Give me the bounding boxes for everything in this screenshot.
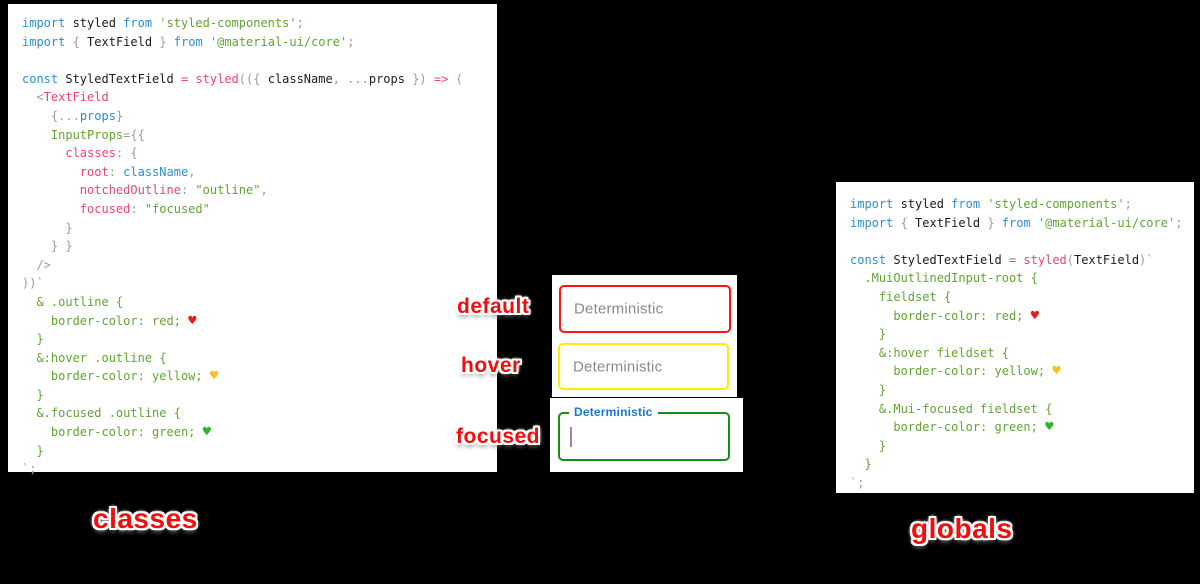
- code-line: <TextField: [22, 90, 109, 105]
- textfield-hover[interactable]: Deterministic: [558, 343, 729, 390]
- code-line: />: [22, 257, 51, 272]
- code-line: [22, 51, 497, 70]
- textfield-focused[interactable]: Deterministic: [558, 405, 730, 461]
- code-line: border-color: green; ♥: [22, 424, 212, 441]
- state-label-hover: hover: [461, 354, 521, 377]
- text-cursor: [570, 427, 572, 447]
- code-block-globals: import styled from 'styled-components'; i…: [836, 182, 1194, 493]
- code-line: classes: {: [65, 146, 138, 161]
- code-line: }: [850, 327, 887, 342]
- heart-green-icon: ♥: [202, 424, 212, 441]
- textfield-hover-placeholder: Deterministic: [573, 358, 663, 375]
- caption-globals: globals: [911, 513, 1013, 544]
- code-line: }: [22, 443, 44, 458]
- code-line: [850, 232, 1194, 251]
- code-line: `;: [22, 462, 37, 477]
- code-line: }: [22, 332, 44, 347]
- heart-green-icon: ♥: [1045, 419, 1054, 436]
- textfield-default-placeholder: Deterministic: [574, 300, 664, 318]
- code-line: focused: "focused": [79, 201, 210, 216]
- code-line: import styled from 'styled-components';: [22, 16, 304, 30]
- code-line: & .outline {: [22, 294, 124, 309]
- code-line: const StyledTextField = styled(({ classN…: [22, 71, 463, 86]
- code-line: fieldset {: [850, 289, 952, 304]
- heart-red-icon: ♥: [1030, 307, 1040, 324]
- caption-classes: classes: [93, 503, 198, 534]
- code-line: {...props}: [22, 108, 124, 123]
- textfield-screenshot-focused: Deterministic: [550, 398, 743, 472]
- textfield-focused-label: Deterministic: [569, 405, 658, 419]
- code-line: root: className,: [79, 164, 196, 179]
- code-line: }: [22, 387, 44, 402]
- code-line: ))`: [22, 276, 44, 291]
- code-line: &:hover fieldset {: [850, 345, 1009, 360]
- code-line: }: [850, 457, 872, 472]
- code-line: import { TextField } from '@material-ui/…: [22, 34, 355, 49]
- code-line: import styled from 'styled-components';: [850, 197, 1132, 211]
- code-line: &.focused .outline {: [22, 406, 181, 421]
- code-line: InputProps={{: [50, 127, 145, 142]
- code-block-classes: import styled from 'styled-components'; i…: [8, 4, 497, 476]
- code-line: }: [850, 382, 887, 397]
- code-line: import { TextField } from '@material-ui/…: [850, 215, 1183, 230]
- code-line: const StyledTextField = styled(TextField…: [850, 252, 1154, 267]
- code-line: }: [22, 220, 73, 235]
- state-label-default: default: [457, 295, 530, 318]
- code-line: &:hover .outline {: [22, 350, 167, 365]
- code-line: border-color: yellow; ♥: [850, 363, 1061, 380]
- code-line: } }: [22, 239, 73, 254]
- code-line: }: [850, 438, 887, 453]
- heart-red-icon: ♥: [188, 312, 197, 329]
- textfield-default[interactable]: Deterministic: [559, 285, 731, 333]
- code-line: border-color: green; ♥: [850, 419, 1054, 436]
- textfield-screenshot-default-hover: Deterministic Deterministic: [552, 275, 737, 397]
- code-line: border-color: red; ♥: [850, 307, 1040, 324]
- heart-yellow-icon: ♥: [1052, 363, 1061, 380]
- code-line: notchedOutline: "outline",: [79, 183, 268, 198]
- state-label-focused: focused: [456, 425, 541, 448]
- heart-yellow-icon: ♥: [209, 368, 219, 385]
- code-line: border-color: yellow; ♥: [22, 368, 219, 385]
- code-line: border-color: red; ♥: [22, 312, 197, 329]
- code-line: &.Mui-focused fieldset {: [850, 401, 1053, 416]
- code-line: .MuiOutlinedInput-root {: [850, 271, 1038, 286]
- code-line: `;: [850, 475, 865, 490]
